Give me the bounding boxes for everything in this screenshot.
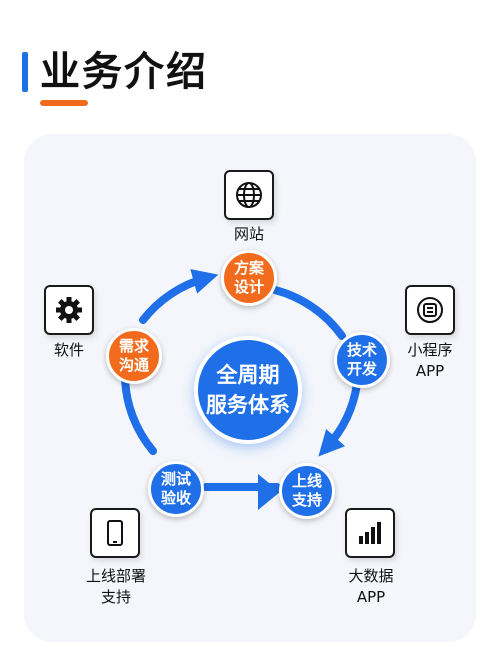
arrow-plan-to-develop bbox=[271, 286, 346, 340]
center-hub: 全周期 服务体系 bbox=[194, 336, 302, 444]
label-bigdata: 大数据 APP bbox=[348, 567, 394, 606]
stage-test: 测试 验收 bbox=[148, 461, 204, 517]
label-software: 软件 bbox=[53, 341, 84, 359]
watermark: @于蒋然 bbox=[429, 642, 478, 656]
smartphone-icon bbox=[107, 520, 123, 546]
title-accent-bar bbox=[22, 52, 28, 92]
website-icon-box bbox=[224, 170, 274, 220]
title-underline bbox=[40, 100, 88, 106]
deploy-icon-box bbox=[90, 508, 140, 558]
label-website: 网站 bbox=[233, 225, 264, 243]
stage-plan: 方案 设计 bbox=[221, 250, 277, 306]
software-icon-box bbox=[44, 285, 94, 335]
globe-icon bbox=[236, 182, 262, 208]
bigdata-icon-box bbox=[345, 508, 395, 558]
gear-icon bbox=[56, 297, 82, 323]
bar-chart-icon bbox=[359, 522, 381, 544]
arrowhead-to-launch bbox=[258, 474, 280, 510]
arrow-develop-to-launch bbox=[318, 380, 361, 457]
stage-communicate: 需求 沟通 bbox=[106, 328, 162, 384]
arrow-test-to-communicate bbox=[121, 374, 157, 455]
label-miniprogram: 小程序 APP bbox=[407, 341, 453, 380]
page-title: 业务介绍 bbox=[40, 49, 208, 95]
miniprogram-icon-box bbox=[405, 285, 455, 335]
arrow-communicate-to-plan bbox=[139, 269, 219, 324]
stage-develop: 技术 开发 bbox=[334, 332, 390, 388]
label-deploy: 上线部署 支持 bbox=[85, 567, 146, 606]
stage-launch: 上线 支持 bbox=[279, 463, 335, 519]
mini-program-icon bbox=[417, 297, 443, 323]
